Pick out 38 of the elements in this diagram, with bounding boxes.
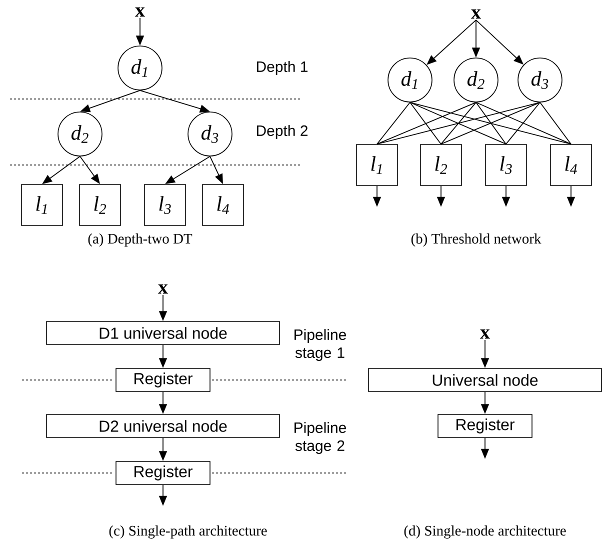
stage-label: Pipeline stage 2 [294, 422, 346, 454]
leaf-box: l$_{2}$ [79, 184, 121, 226]
connector-line [476, 102, 572, 145]
leaf-box: l$_{4}$ [202, 184, 244, 226]
register-box: Register [116, 368, 210, 392]
universal-node-box: D1 universal node [46, 321, 280, 345]
caption: (c) Single-path architecture [109, 525, 267, 539]
caption: (d) Single-node architecture [404, 525, 566, 539]
connector-line [476, 102, 506, 145]
register-box: Register [438, 414, 532, 438]
connector-line [376, 102, 410, 145]
connector-line [540, 102, 572, 145]
depth-label: Depth 2 [256, 125, 308, 139]
connector-line [376, 102, 476, 145]
stage-label: Pipeline stage 1 [294, 329, 346, 361]
input-variable: x [158, 284, 168, 294]
connector-line [440, 102, 476, 145]
input-variable: x [135, 7, 145, 17]
input-variable: x [471, 9, 481, 19]
depth-label: Depth 1 [256, 61, 308, 75]
connector-line [410, 102, 572, 145]
leaf-box: l$_{2}$ [420, 144, 462, 186]
caption: (a) Depth-two DT [88, 233, 192, 247]
leaf-box: l$_{1}$ [21, 184, 63, 226]
leaf-box: l$_{4}$ [550, 144, 592, 186]
leaf-box: l$_{3}$ [144, 184, 186, 226]
connector-line [410, 102, 506, 145]
leaf-box: l$_{1}$ [356, 144, 398, 186]
leaf-box: l$_{3}$ [485, 144, 527, 186]
connector-line [376, 102, 540, 145]
universal-node-box: Universal node [368, 368, 602, 392]
connector-line [410, 102, 442, 145]
connector-line [440, 102, 540, 145]
universal-node-box: D2 universal node [46, 414, 280, 438]
register-box: Register [116, 461, 210, 485]
input-variable: x [480, 329, 490, 339]
connector-line [506, 102, 540, 145]
caption: (b) Threshold network [411, 233, 542, 247]
